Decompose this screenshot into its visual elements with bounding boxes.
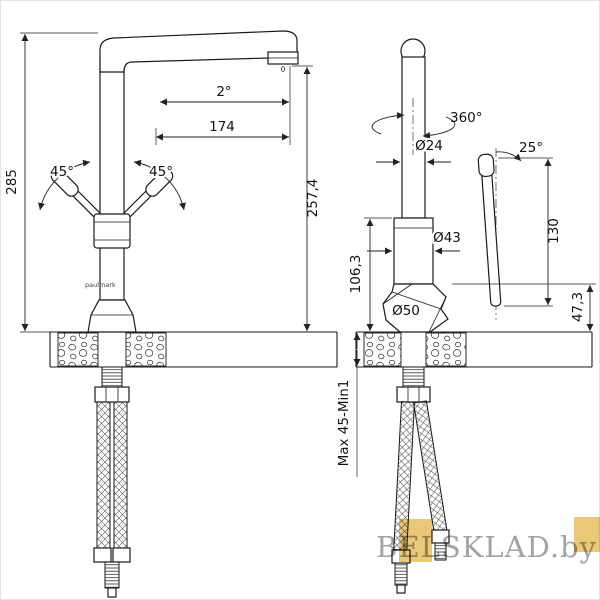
dim-257-label: 257,4: [305, 179, 321, 218]
dim-174-label: 174: [209, 119, 235, 135]
handle-hub: [93, 213, 131, 249]
dim-2deg-label: 2°: [216, 84, 231, 100]
dim-overall-height: 285: [4, 32, 98, 333]
dim-25deg-label: 25°: [519, 140, 543, 156]
side-faucet-body: [382, 38, 502, 333]
dim-d43-label: Ø43: [433, 230, 461, 246]
dim-spout-reach: 174: [155, 66, 291, 145]
watermark-block: [574, 517, 600, 552]
dim-47-label: 47,3: [570, 292, 586, 322]
dim-285-label: 285: [4, 169, 20, 195]
mounting-nut: [396, 386, 431, 403]
dim-spout-angle: 2°: [160, 84, 289, 106]
dim-45deg-left-label: 45°: [50, 164, 74, 180]
dim-lever-length: 130: [498, 157, 562, 307]
dim-d50-label: Ø50: [392, 303, 420, 319]
dim-body-diameter: Ø43: [367, 228, 463, 255]
supply-hose: [96, 401, 111, 549]
front-under-counter: [93, 366, 131, 598]
dim-mount-thickness: Max 45-Min1: [336, 333, 361, 477]
watermark: BELSKLAD.by: [376, 517, 600, 564]
watermark-block: [399, 519, 432, 562]
side-lever: [477, 153, 502, 307]
front-faucet-body: paulmark: [85, 30, 299, 333]
side-countertop: [355, 331, 593, 368]
mounting-shank: [402, 366, 425, 388]
dim-45deg-right-label: 45°: [149, 164, 173, 180]
supply-hose: [113, 401, 128, 549]
watermark-text: BELSKLAD.by: [376, 530, 597, 564]
dim-column-diameter: Ø24: [376, 136, 451, 166]
front-countertop: [49, 331, 338, 368]
dim-body-height: 106,3: [348, 217, 392, 331]
mounting-stud: [104, 561, 120, 589]
brand-logo: paulmark: [85, 281, 116, 289]
mounting-shank: [101, 366, 123, 388]
dim-spout-height: 257,4: [292, 65, 321, 331]
dim-handle-angles: 45° 45°: [38, 159, 186, 211]
front-view: paulmark 285: [4, 30, 338, 598]
dim-base-height: 47,3: [452, 283, 596, 331]
dim-lever-angle: 25°: [495, 140, 543, 162]
dim-d24-label: Ø24: [415, 138, 443, 154]
dim-base-diameter: Ø50: [390, 301, 422, 321]
dim-106-label: 106,3: [348, 255, 364, 294]
dim-max45-label: Max 45-Min1: [336, 380, 352, 467]
water-drop: [280, 66, 285, 72]
dim-swivel: 360°: [371, 110, 483, 139]
dim-360-label: 360°: [450, 110, 483, 126]
dim-130-label: 130: [546, 218, 562, 244]
side-view: 360° Ø24 Ø43 Ø50 25° 130 106: [336, 38, 596, 594]
mounting-nut: [94, 386, 130, 403]
